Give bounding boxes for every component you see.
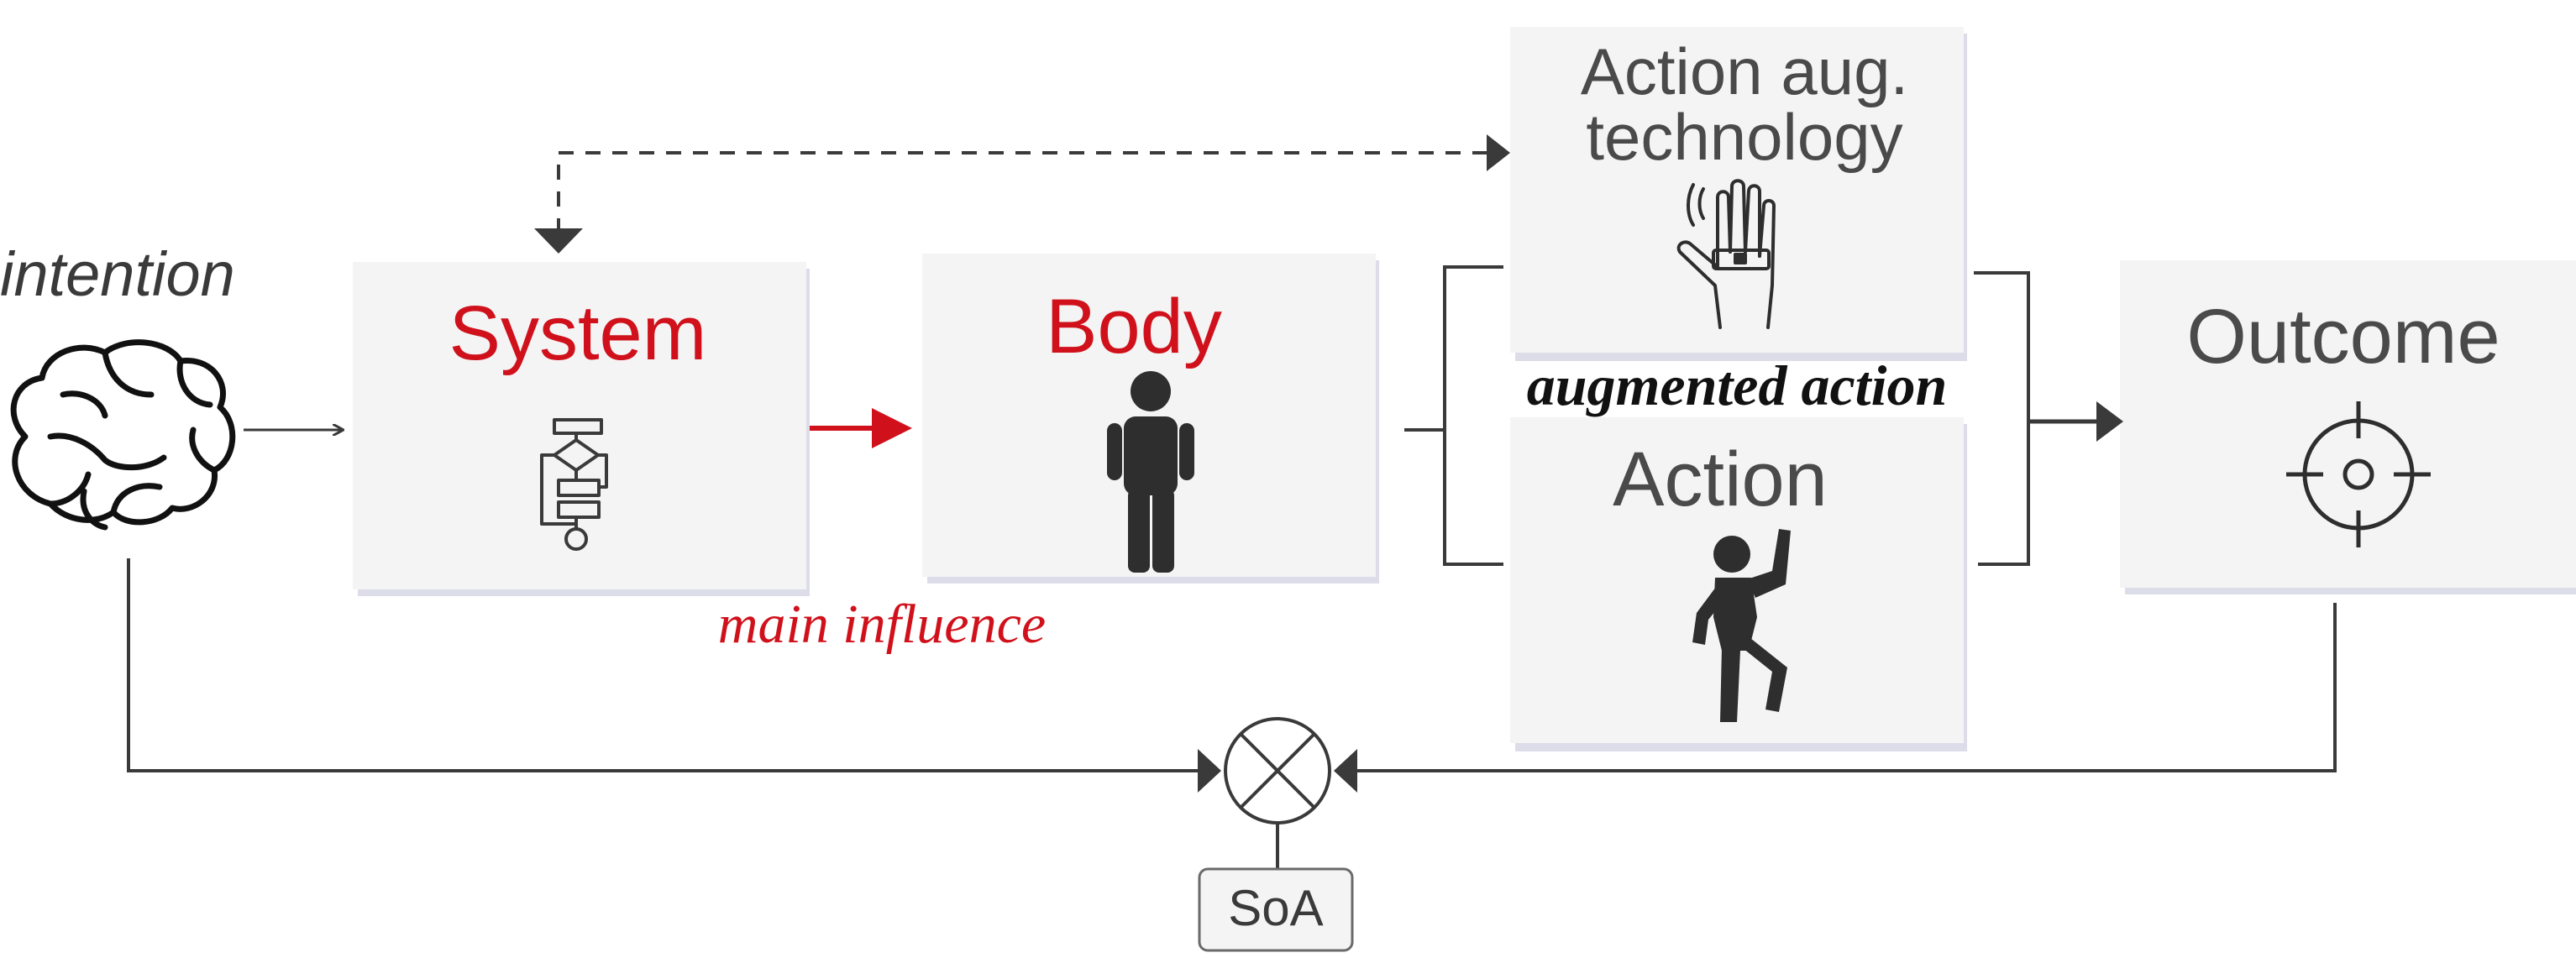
- body-label: Body: [1046, 284, 1222, 369]
- technology-box: [1510, 27, 1967, 361]
- flowchart-icon: [540, 418, 608, 551]
- action-label: Action: [1613, 437, 1828, 522]
- actions-to-outcome-join: [1974, 271, 2123, 566]
- comparator-loop: [127, 558, 2337, 869]
- dashed-link-system-technology: [534, 134, 1510, 254]
- comparator-x-circle-icon: [1224, 717, 1331, 825]
- wearable-hand-device-icon: [1676, 179, 1776, 329]
- technology-label-line1: Action aug.: [1581, 34, 1908, 108]
- system-label: System: [449, 291, 707, 376]
- soa-label: SoA: [1228, 880, 1323, 936]
- outcome-label: Outcome: [2186, 294, 2500, 380]
- body-box: [922, 254, 1379, 584]
- system-box: [353, 262, 810, 596]
- target-crosshair-icon: [2286, 401, 2431, 547]
- person-standing-icon: [1107, 371, 1194, 573]
- intention-label: intention: [0, 239, 235, 309]
- person-waving-icon: [1692, 529, 1791, 722]
- soa-box: SoA: [1198, 867, 1354, 952]
- technology-label-line2: technology: [1586, 100, 1902, 174]
- outcome-box: [2120, 260, 2576, 594]
- main-influence-label: main influence: [718, 594, 1046, 655]
- augmented-action-label: augmented action: [1527, 353, 1948, 417]
- brain-icon: [10, 339, 236, 531]
- body-to-actions-fork: [1404, 265, 1503, 566]
